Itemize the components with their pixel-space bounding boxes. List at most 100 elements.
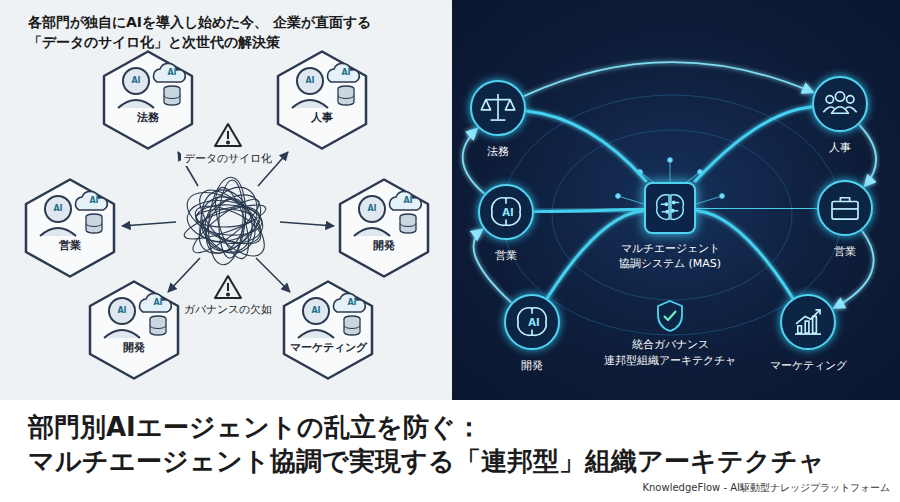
governance-label: 統合ガバナンス [632, 337, 709, 353]
drawn-polygon [340, 180, 428, 277]
department-hexagon: 営業 AI AI [24, 178, 116, 278]
drawn-line [227, 283, 229, 291]
drawn-line [497, 94, 499, 119]
drawn-line [280, 222, 334, 226]
hexagon-outline [276, 50, 368, 150]
agent-circle: 法務 [470, 80, 526, 136]
drawn-circle [672, 210, 674, 212]
department-name: 営業 [495, 248, 517, 263]
ai-badge: AI [84, 196, 104, 206]
drawn-polygon [215, 276, 241, 298]
agent-circle: 営業 [817, 180, 873, 236]
hexagon-outline [88, 280, 180, 380]
drawn-path [661, 202, 679, 211]
hexagon-outline [338, 178, 430, 278]
drawn-circle [826, 96, 833, 103]
drawn-line [618, 196, 644, 204]
ai-badge: AI [126, 76, 146, 86]
drawn-path [671, 195, 683, 220]
drawn-line [832, 208, 858, 210]
drawn-rect [832, 202, 858, 220]
hexagon-outline [282, 280, 374, 380]
drawn-ellipse [552, 130, 792, 300]
agent-circle: 人事 [812, 76, 868, 132]
ai-badge: AI [48, 204, 68, 214]
drawn-ellipse [187, 192, 265, 260]
drawn-ellipse [218, 180, 245, 259]
ai-badge: AI [300, 76, 320, 86]
drawn-polygon [26, 180, 114, 277]
drawn-use [40, 191, 107, 236]
drawn-line [227, 131, 229, 139]
flow-arrow [860, 125, 876, 186]
main-title: 部門別AIエージェントの乱立を防ぐ： マルチエージェント協調で実現する「連邦型」… [28, 410, 888, 479]
drawn-path [846, 107, 857, 112]
drawn-polygon [104, 52, 192, 149]
warning-label: データのサイロ化 [181, 151, 275, 166]
drawn-circle [668, 158, 673, 163]
governance-shield: 統合ガバナンス連邦型組織アーキテクチャ [655, 299, 685, 333]
ai-badge: AI [306, 306, 326, 316]
department-name: マーケティング [282, 340, 374, 355]
agent-icon [814, 78, 866, 130]
drawn-circle [720, 194, 725, 199]
department-name: 営業 [24, 238, 116, 253]
drawn-rect [805, 321, 809, 333]
agent-circle: 営業AI [478, 184, 534, 240]
mas-hub: マルチエージェント 協調システム (MAS) [644, 182, 696, 234]
drawn-circle [835, 92, 844, 101]
department-name: 法務 [487, 144, 509, 159]
department-name: 営業 [834, 244, 856, 259]
drawn-ellipse [196, 201, 264, 248]
drawn-path [815, 310, 820, 315]
drawn-path [481, 100, 490, 110]
warning-label: ガバナンスの欠如 [181, 302, 275, 317]
drawn-line [505, 198, 507, 204]
shield-icon [655, 299, 685, 333]
drawn-line [491, 119, 506, 121]
drawn-ellipse [209, 184, 255, 262]
ai-badge: AI [362, 204, 382, 214]
flow-band [527, 111, 646, 181]
drawn-line [696, 196, 722, 204]
drawn-rect [798, 326, 802, 333]
department-name: 開発 [521, 358, 543, 373]
drawn-line [122, 222, 176, 226]
drawn-circle [227, 294, 229, 296]
drawn-polygon [215, 124, 241, 146]
flow-arrow [474, 229, 511, 302]
department-hexagon: マーケティングAIAI [282, 280, 374, 380]
drawn-circle [847, 96, 854, 103]
drawn-path [823, 107, 834, 112]
tangle [179, 175, 275, 266]
department-name: 開発 [88, 340, 180, 355]
drawn-line [670, 160, 671, 182]
drawn-line [531, 329, 533, 335]
department-name: 人事 [276, 110, 368, 125]
drawn-polygon [90, 282, 178, 379]
flow-arrow [524, 62, 813, 96]
spread-arrows [122, 152, 334, 292]
department-name: 開発 [338, 238, 430, 253]
drawn-ellipse [194, 178, 267, 260]
drawn-path [796, 310, 820, 324]
department-hexagon: 法務AIAI [102, 50, 194, 150]
drawn-circle [616, 194, 621, 199]
ai-badge: AI [398, 196, 418, 206]
drawn-ellipse [204, 175, 249, 266]
drawn-line [505, 219, 507, 225]
drawn-use [298, 293, 365, 338]
drawn-ellipse [181, 199, 269, 246]
ai-badge: AI [480, 207, 536, 219]
drawn-line [531, 308, 533, 314]
drawn-path [657, 195, 669, 220]
drawn-path [840, 198, 849, 202]
drawn-circle [672, 201, 674, 203]
agent-circle: マーケティング [780, 294, 836, 350]
footer-text: KnowledgeFlow - AI駆動型ナレッジプラットフォーム [642, 481, 890, 495]
department-hexagon: 人事 AI AI [276, 50, 368, 150]
hexagon-outline [102, 50, 194, 150]
agent-icon [472, 82, 524, 134]
hub-label: マルチエージェント 協調システム (MAS) [614, 242, 726, 272]
ai-badge: AI [336, 68, 356, 78]
